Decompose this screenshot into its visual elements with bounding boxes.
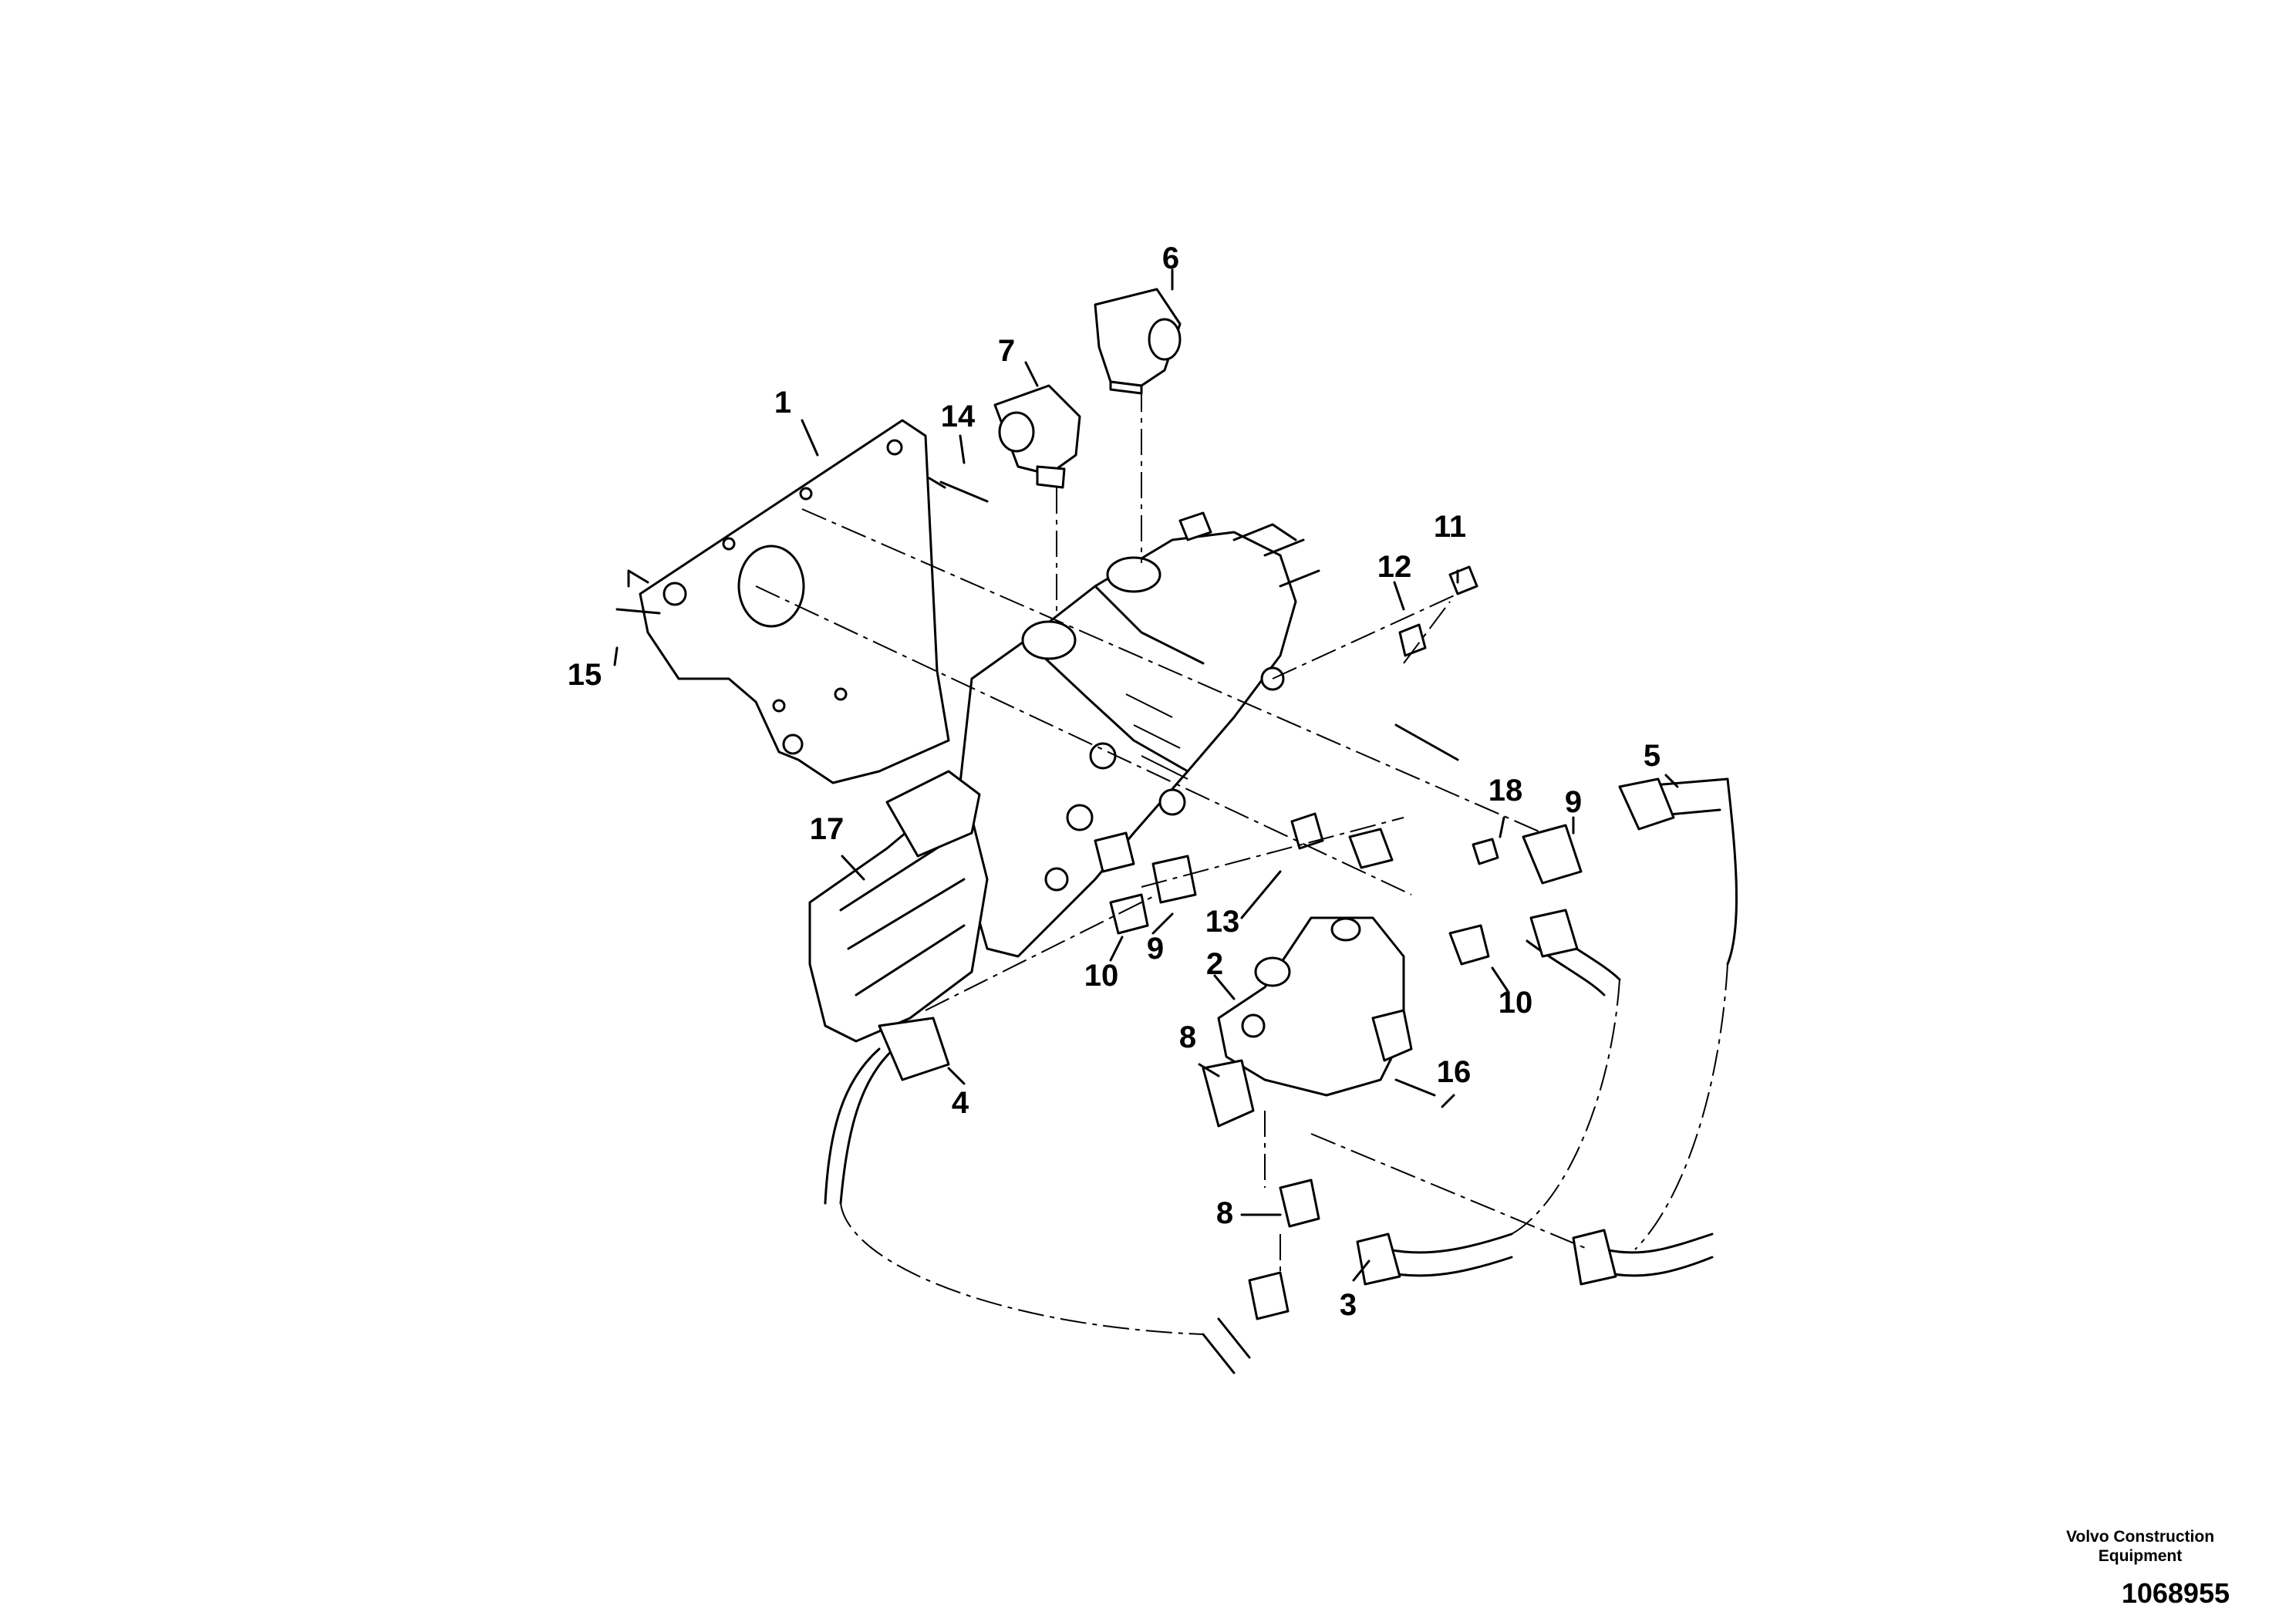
leader-lines bbox=[613, 268, 1679, 1282]
callout-2: 2 bbox=[1205, 947, 1224, 981]
callout-8-lower: 8 bbox=[1215, 1196, 1234, 1230]
callout-9-left: 9 bbox=[1146, 932, 1165, 966]
callout-11: 11 bbox=[1433, 510, 1467, 544]
callout-18: 18 bbox=[1488, 774, 1523, 808]
hoses bbox=[824, 777, 1738, 1374]
reducing-valve bbox=[1217, 916, 1413, 1097]
callout-10-right: 10 bbox=[1498, 986, 1533, 1020]
callout-16: 16 bbox=[1436, 1055, 1472, 1089]
mounting-bracket bbox=[627, 419, 950, 784]
elbow-fitting-6 bbox=[1094, 288, 1182, 395]
callout-1: 1 bbox=[774, 386, 792, 420]
callout-12: 12 bbox=[1377, 550, 1412, 584]
small-fittings bbox=[615, 477, 1583, 1228]
callout-3: 3 bbox=[1339, 1288, 1357, 1322]
brand-label: Volvo Construction Equipment bbox=[2048, 1527, 2233, 1566]
control-valve-block bbox=[955, 523, 1320, 958]
callout-10-left: 10 bbox=[1084, 959, 1119, 993]
callout-17: 17 bbox=[809, 812, 845, 846]
callout-9-right: 9 bbox=[1564, 785, 1583, 819]
callout-6: 6 bbox=[1161, 241, 1180, 275]
elbow-fitting-7 bbox=[993, 384, 1081, 489]
callout-14: 14 bbox=[940, 400, 976, 433]
brand-line-1: Volvo Construction bbox=[2065, 1528, 2215, 1546]
solenoid-housing bbox=[808, 770, 989, 1043]
drawing-number: 1068955 bbox=[2121, 1577, 2230, 1609]
callout-8-upper: 8 bbox=[1178, 1020, 1197, 1054]
callout-4: 4 bbox=[951, 1086, 969, 1120]
callout-13: 13 bbox=[1205, 905, 1240, 939]
brand-line-2: Equipment bbox=[2098, 1547, 2183, 1565]
assembly-center-lines bbox=[755, 386, 1728, 1335]
callout-15: 15 bbox=[567, 658, 602, 692]
callout-5: 5 bbox=[1643, 739, 1661, 773]
callout-7: 7 bbox=[997, 334, 1016, 368]
